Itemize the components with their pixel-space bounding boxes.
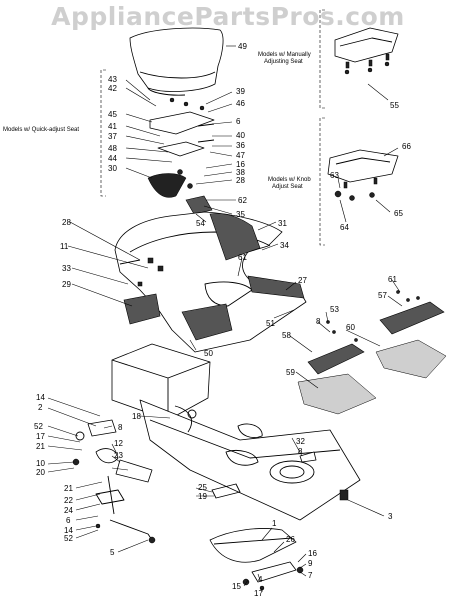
- callout-25: 25: [198, 483, 207, 492]
- callout-40: 40: [236, 131, 245, 140]
- callout-32: 32: [296, 437, 305, 446]
- frame-part: [111, 343, 361, 521]
- callout-16-lower: 16: [308, 549, 317, 558]
- callout-55: 55: [390, 101, 399, 110]
- callout-51: 51: [266, 319, 275, 328]
- callout-3: 3: [388, 512, 393, 521]
- callout-46: 46: [236, 99, 245, 108]
- callout-59: 59: [286, 368, 295, 377]
- note-quick: Models w/ Quick-adjust Seat: [3, 127, 79, 133]
- callout-52-upper: 52: [34, 422, 43, 431]
- note-manual-2: Adjusting Seat: [264, 59, 303, 65]
- callout-49: 49: [238, 42, 247, 51]
- callout-63: 63: [330, 171, 339, 180]
- callout-14-upper: 14: [36, 393, 45, 402]
- callout-58: 58: [282, 331, 291, 340]
- callout-43: 43: [108, 75, 117, 84]
- callout-54: 54: [196, 219, 205, 228]
- seat-pan-handle-part: [147, 173, 213, 215]
- callout-50: 50: [204, 349, 213, 358]
- seat-slide-part: [149, 97, 215, 189]
- callout-20: 20: [36, 468, 45, 477]
- callout-15: 15: [232, 582, 241, 591]
- callout-7: 7: [308, 571, 313, 580]
- callout-62: 62: [238, 196, 247, 205]
- callout-48: 48: [108, 144, 117, 153]
- note-manual-1: Models w/ Manually: [258, 52, 311, 58]
- callout-60: 60: [346, 323, 355, 332]
- callout-10: 10: [36, 459, 45, 468]
- callout-30: 30: [108, 164, 117, 173]
- manual-seat-group-bracket: [319, 9, 325, 109]
- note-knob-2: Adjust Seat: [272, 184, 303, 190]
- callout-23: 23: [114, 451, 123, 460]
- callout-45: 45: [108, 110, 117, 119]
- callout-53: 53: [330, 305, 339, 314]
- left-linkage-parts: [72, 419, 241, 544]
- callout-61-right: 61: [388, 275, 397, 284]
- knob-seat-bracket-part: [327, 149, 399, 201]
- callout-64: 64: [340, 223, 349, 232]
- front-axle-part: [209, 528, 304, 591]
- quick-adjust-group-bracket: [100, 69, 106, 197]
- manual-seat-bracket-part: [334, 27, 399, 75]
- callout-36: 36: [236, 141, 245, 150]
- leader-lines: [47, 45, 403, 592]
- callout-66: 66: [402, 142, 411, 151]
- knob-seat-group-bracket: [319, 117, 325, 246]
- callout-28-lower: 28: [62, 218, 71, 227]
- callout-26: 26: [286, 535, 295, 544]
- callout-39: 39: [236, 87, 245, 96]
- callout-21-upper: 21: [36, 442, 45, 451]
- callout-61-center: 61: [238, 253, 247, 262]
- callout-17-upper: 17: [36, 432, 45, 441]
- callout-6: 6: [236, 117, 241, 126]
- callout-24: 24: [64, 506, 73, 515]
- callout-42: 42: [108, 84, 117, 93]
- callout-52-lower: 52: [64, 534, 73, 543]
- callout-18: 18: [132, 412, 141, 421]
- note-knob-1: Models w/ Knob: [268, 177, 311, 183]
- callout-22: 22: [64, 496, 73, 505]
- callout-8-left: 8: [118, 423, 123, 432]
- callout-35: 35: [236, 210, 245, 219]
- callout-38: 38: [236, 168, 245, 177]
- callout-2: 2: [38, 403, 43, 412]
- callout-33: 33: [62, 264, 71, 273]
- callout-34: 34: [280, 241, 289, 250]
- callout-14-lower: 14: [64, 526, 73, 535]
- callout-37: 37: [108, 132, 117, 141]
- callout-31: 31: [278, 219, 287, 228]
- callout-labels: 49 55 43 42 39 46 6 45 41 37 40 36 47 48…: [34, 42, 411, 598]
- callout-27: 27: [298, 276, 307, 285]
- callout-16: 16: [236, 160, 245, 169]
- callout-47: 47: [236, 151, 245, 160]
- callout-1: 1: [272, 519, 277, 528]
- callout-44: 44: [108, 154, 117, 163]
- callout-5: 5: [110, 548, 115, 557]
- callout-28-upper: 28: [236, 176, 245, 185]
- callout-65: 65: [394, 209, 403, 218]
- callout-41: 41: [108, 122, 117, 131]
- callout-29: 29: [62, 280, 71, 289]
- callout-9: 9: [308, 559, 313, 568]
- callout-8-mid: 8: [316, 317, 321, 326]
- callout-8-right: 8: [298, 447, 303, 456]
- foot-mat-parts: [297, 290, 447, 415]
- callout-19: 19: [198, 492, 207, 501]
- callout-57: 57: [378, 291, 387, 300]
- callout-12: 12: [114, 439, 123, 448]
- callout-17-lower: 17: [254, 589, 263, 598]
- callout-21-lower: 21: [64, 484, 73, 493]
- callout-4: 4: [258, 575, 263, 584]
- callout-11: 11: [60, 242, 69, 251]
- watermark: AppliancePartsPros.com: [51, 2, 405, 31]
- fender-body-part: [114, 211, 307, 353]
- callout-6-lower: 6: [66, 516, 71, 525]
- seat-part: [129, 27, 224, 96]
